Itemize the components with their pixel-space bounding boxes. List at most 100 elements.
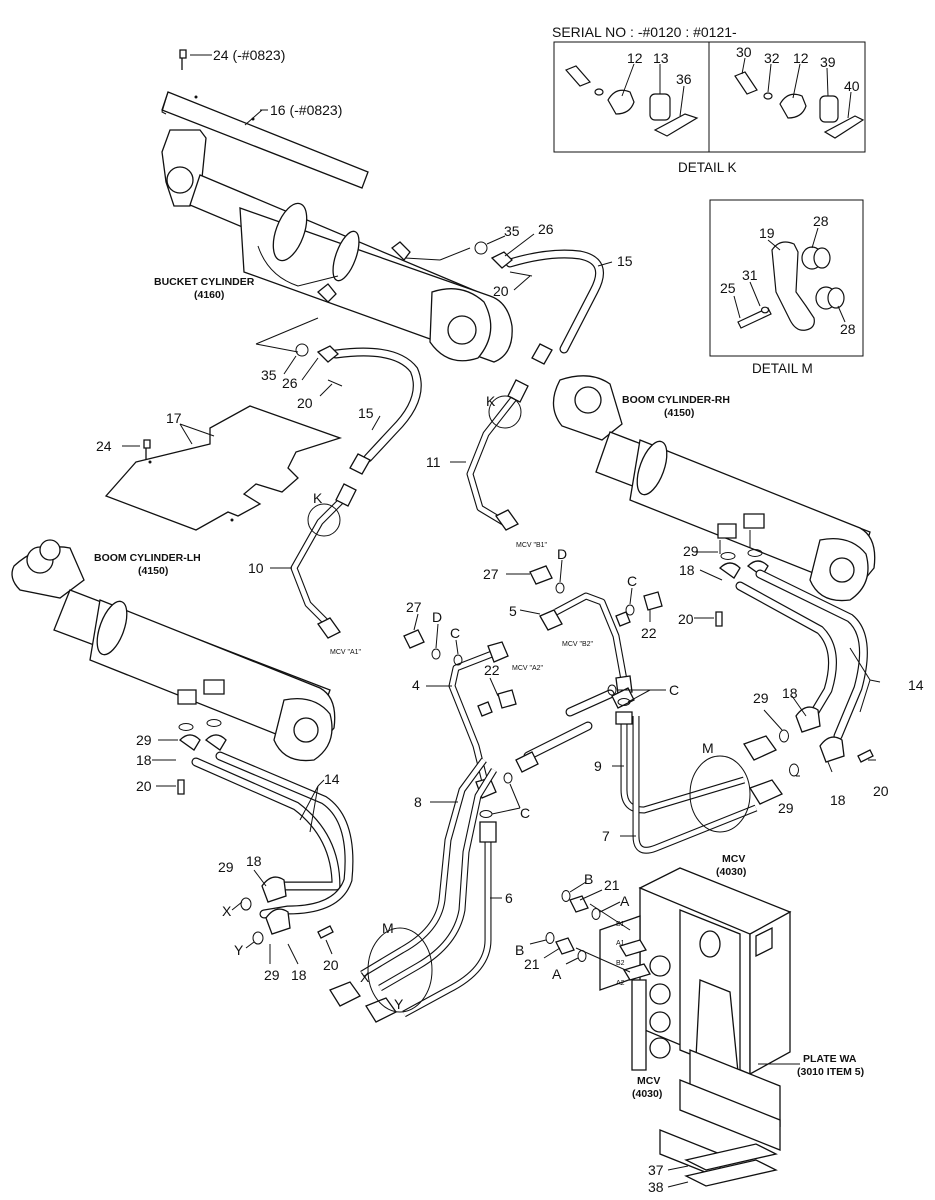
callout-20-lh-top: 20 <box>136 778 152 794</box>
clip-icon <box>823 115 865 139</box>
detail-k-panel: SERIAL NO : -#0120 : #0121- 12 13 36 30 <box>552 24 866 175</box>
plate-wa-label: PLATE WA <box>803 1053 857 1065</box>
callout-29-lh-mid: 29 <box>218 859 234 875</box>
washer-icon <box>763 92 773 100</box>
callout-11: 11 <box>426 454 441 470</box>
callout-21-lower: 21 <box>524 956 540 972</box>
flange-icon <box>743 735 777 761</box>
valve-port-icon <box>619 939 647 957</box>
mcv-number-top: (4030) <box>716 866 746 878</box>
fitting-icon <box>507 379 529 403</box>
callout-26-mid: 26 <box>282 375 298 391</box>
callout-8: 8 <box>414 794 422 810</box>
callout-29-lh-low: 29 <box>264 967 280 983</box>
callout-18-rh-low: 18 <box>830 792 846 808</box>
callout-c-left: C <box>450 625 460 641</box>
callout-20-lh-low: 20 <box>323 957 339 973</box>
flange-icon <box>819 736 845 763</box>
callout-a-upper: A <box>620 893 630 909</box>
flange-icon <box>316 345 339 363</box>
callout-37: 37 <box>648 1162 664 1178</box>
mcv-number-bottom: (4030) <box>632 1088 662 1100</box>
fitting-icon <box>487 641 509 663</box>
callout-38: 38 <box>648 1179 664 1195</box>
flange-icon <box>265 908 291 935</box>
port-label-a1: MCV "A1" <box>330 649 362 656</box>
port-label-b1: MCV "B1" <box>516 542 548 549</box>
valve-port-b1: B1 <box>616 921 625 928</box>
detail-m-frame <box>709 199 864 357</box>
hose-6 <box>402 821 497 1018</box>
callout-28-bottom: 28 <box>840 321 856 337</box>
callout-5: 5 <box>509 603 517 619</box>
clamp-icon <box>607 89 635 115</box>
callout-b-lower: B <box>515 942 524 958</box>
boom-lh-label: BOOM CYLINDER-LH <box>94 552 201 564</box>
callout-13: 13 <box>653 50 669 66</box>
fitting-icon <box>349 453 371 475</box>
bolt-icon <box>317 925 334 939</box>
detail-m-panel: 19 28 31 25 28 DETAIL M <box>709 199 864 376</box>
shim-plates <box>684 1143 778 1187</box>
boom-cylinder-rh <box>552 375 876 627</box>
shim-38 <box>684 1159 778 1187</box>
callout-y-m: Y <box>394 996 404 1012</box>
valve-port-icon <box>623 963 651 981</box>
callout-k-lower: K <box>313 490 323 506</box>
callout-27-right: 27 <box>483 566 499 582</box>
port-label-b2: MCV "B2" <box>562 641 594 648</box>
fitting-icon <box>531 343 553 365</box>
flange-icon <box>365 997 397 1023</box>
pipe-8 <box>360 757 497 992</box>
pipe-10 <box>290 483 357 639</box>
callout-y-lh: Y <box>234 942 244 958</box>
flange-icon <box>261 876 287 903</box>
bucket-cylinder-label: BUCKET CYLINDER <box>154 276 255 288</box>
callout-35-mid: 35 <box>261 367 277 383</box>
callout-24-plate: 24 <box>96 438 112 454</box>
fitting-icon <box>555 937 575 955</box>
o-ring-icon <box>503 772 513 784</box>
callout-20-top: 20 <box>493 283 509 299</box>
hoses-14-rh <box>735 569 874 777</box>
callout-d-right: D <box>557 546 567 562</box>
fitting-icon <box>479 821 497 843</box>
callout-29-rh-top: 29 <box>683 543 699 559</box>
mcv-valve-assembly <box>599 867 792 1179</box>
clamp-bracket-icon <box>771 241 815 331</box>
bucket-cylinder-number: (4160) <box>194 289 224 301</box>
callout-15-top: 15 <box>617 253 633 269</box>
callout-a-lower: A <box>552 966 562 982</box>
bolt-icon <box>177 779 185 795</box>
callout-29-rh-mid: 29 <box>753 690 769 706</box>
flange-icon <box>749 779 783 805</box>
o-ring-icon <box>747 549 763 557</box>
o-ring-icon <box>625 604 635 616</box>
callout-22-right: 22 <box>641 625 657 641</box>
flange-icon <box>178 734 201 751</box>
o-ring-icon <box>617 698 631 706</box>
mcv-label-bottom: MCV <box>637 1075 660 1087</box>
callout-29-lh-top: 29 <box>136 732 152 748</box>
callout-36: 36 <box>676 71 692 87</box>
fitting-icon <box>497 689 517 709</box>
callout-14-lh: 14 <box>324 771 340 787</box>
callout-18-lh-mid: 18 <box>246 853 262 869</box>
cover-plate-17 <box>104 405 343 531</box>
pipe-11 <box>466 379 529 531</box>
callout-d-left: D <box>432 609 442 625</box>
hose-15-upper <box>474 241 605 365</box>
callout-c-right: C <box>627 573 637 589</box>
callout-10: 10 <box>248 560 264 576</box>
callout-x-m: X <box>360 969 370 985</box>
flange-icon <box>204 734 227 751</box>
boom-lh-number: (4150) <box>138 565 168 577</box>
valve-port-a1: A1 <box>616 940 625 947</box>
fitting-icon <box>643 591 663 611</box>
callout-c-center: C <box>669 682 679 698</box>
detail-k-right-parts <box>734 71 865 139</box>
fitting-icon <box>569 895 589 913</box>
clip-icon <box>653 113 699 137</box>
fitting-icon <box>529 565 553 585</box>
